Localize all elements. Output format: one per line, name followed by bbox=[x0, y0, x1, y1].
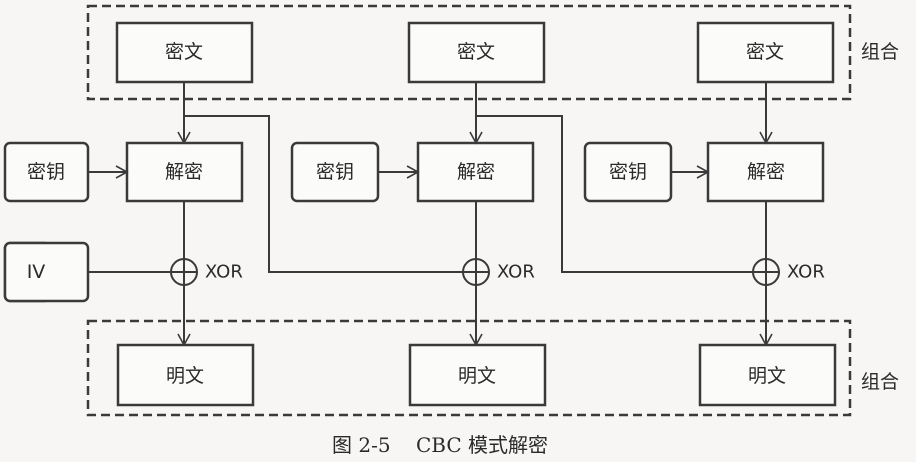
plaintext-label-2: 明文 bbox=[458, 365, 496, 387]
xor-label-1: XOR bbox=[205, 262, 243, 283]
ciphertext-box-2 bbox=[407, 21, 546, 84]
ciphertext-label-3: 密文 bbox=[746, 41, 784, 63]
ciphertext-label-2: 密文 bbox=[457, 41, 495, 63]
decrypt-label-2: 解密 bbox=[457, 161, 495, 183]
decrypt-label-1: 解密 bbox=[165, 161, 203, 183]
figure-caption: 图 2-5 CBC 模式解密 bbox=[332, 433, 548, 457]
key-label-1: 密钥 bbox=[27, 161, 65, 183]
plaintext-label-3: 明文 bbox=[748, 365, 786, 387]
iv-label: IV bbox=[27, 261, 46, 283]
decrypt-label-3: 解密 bbox=[747, 161, 785, 183]
decrypt-box-2 bbox=[416, 141, 535, 203]
plaintext-box-2 bbox=[408, 343, 547, 407]
chain-line-2 bbox=[476, 115, 753, 273]
ciphertext-group-frame bbox=[86, 4, 852, 101]
iv-box-frame bbox=[3, 241, 90, 303]
ciphertext-label-1: 密文 bbox=[165, 41, 203, 63]
group-label-top: 组合 bbox=[861, 41, 899, 63]
plaintext-group-frame bbox=[86, 319, 852, 417]
decrypt-box-1 bbox=[125, 141, 244, 203]
xor-icon bbox=[462, 258, 490, 286]
xor-icon bbox=[752, 258, 780, 286]
ciphertext-box-1 bbox=[115, 21, 254, 84]
chain-line-1 bbox=[184, 115, 463, 273]
plaintext-label-1: 明文 bbox=[166, 365, 204, 387]
xor-label-3: XOR bbox=[787, 262, 825, 283]
decrypt-box-3 bbox=[706, 141, 825, 203]
key-label-2: 密钥 bbox=[316, 161, 354, 183]
plaintext-box-3 bbox=[698, 343, 837, 407]
xor-label-2: XOR bbox=[497, 262, 535, 283]
plaintext-box-1 bbox=[116, 343, 255, 407]
group-label-bottom: 组合 bbox=[861, 371, 899, 393]
key-label-3: 密钥 bbox=[609, 161, 647, 183]
xor-icon bbox=[170, 258, 198, 286]
